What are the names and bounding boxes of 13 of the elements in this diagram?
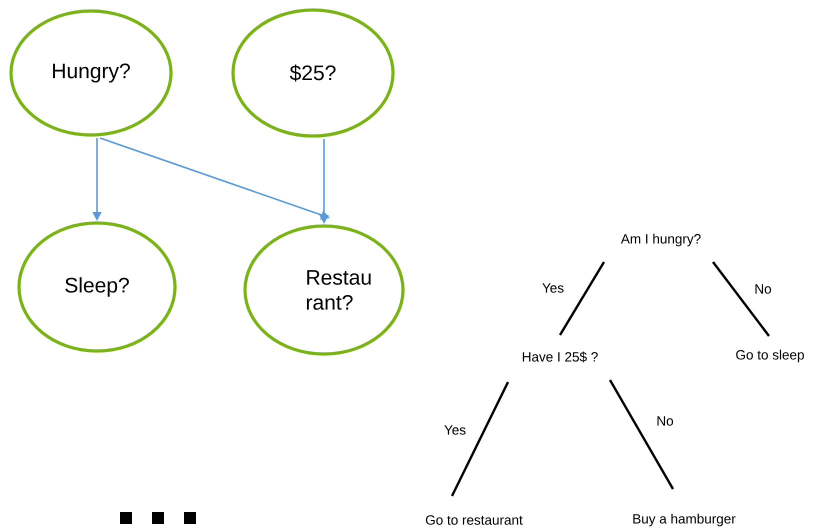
edge-label: Yes <box>443 424 468 436</box>
decision-text: Go to sleep <box>736 350 804 362</box>
branch-line <box>608 379 674 490</box>
branch-line <box>712 261 770 337</box>
branch-line <box>558 261 606 336</box>
edge-label: No <box>655 415 675 427</box>
edge-label: No <box>753 283 773 295</box>
decision-text: Am I hungry? <box>620 234 701 246</box>
decision-text: Have I 25$ ? <box>522 352 598 362</box>
edge-label: Yes <box>541 282 566 294</box>
decision-text: Buy a hamburger <box>633 514 736 526</box>
branch-line <box>450 381 510 497</box>
decision-text: Go to restaurant <box>426 515 523 525</box>
